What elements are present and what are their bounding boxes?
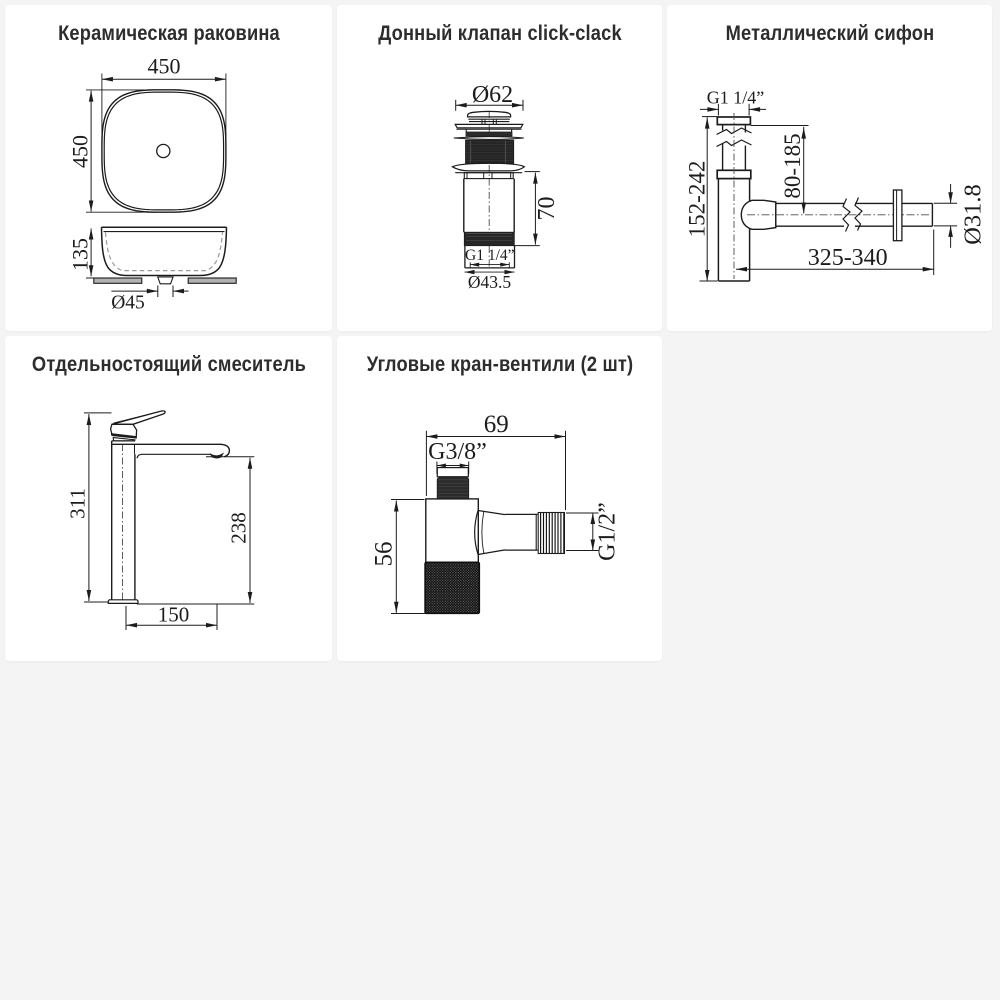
svg-text:152-242: 152-242	[685, 161, 710, 238]
svg-text:Ø62: Ø62	[472, 82, 513, 108]
svg-text:Ø43.5: Ø43.5	[468, 272, 512, 292]
svg-text:150: 150	[158, 602, 190, 626]
svg-text:70: 70	[534, 197, 560, 221]
svg-text:325-340: 325-340	[808, 245, 888, 271]
svg-text:G1 1/4”: G1 1/4”	[465, 247, 515, 264]
svg-text:311: 311	[66, 488, 90, 519]
svg-text:80-185: 80-185	[780, 133, 805, 198]
svg-text:G3/8”: G3/8”	[428, 439, 487, 465]
svg-text:Ø45: Ø45	[111, 292, 145, 313]
svg-text:G1 1/4”: G1 1/4”	[707, 87, 765, 107]
svg-text:238: 238	[227, 512, 251, 544]
svg-text:450: 450	[148, 54, 181, 79]
svg-text:Ø31.8: Ø31.8	[960, 184, 987, 245]
svg-text:135: 135	[67, 238, 92, 271]
svg-text:G1/2”: G1/2”	[595, 502, 621, 561]
svg-text:56: 56	[371, 542, 398, 567]
svg-text:450: 450	[67, 135, 92, 168]
svg-text:69: 69	[484, 411, 509, 438]
